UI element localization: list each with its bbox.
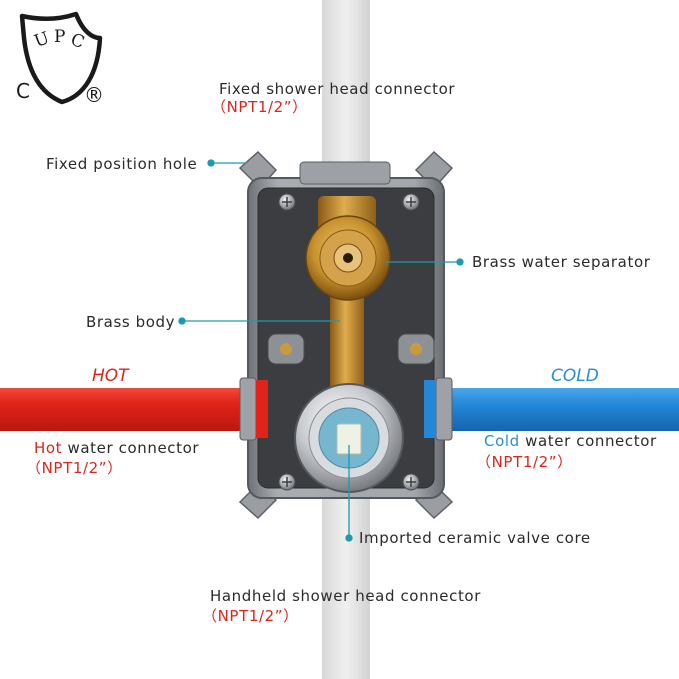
screw-icon <box>278 193 420 491</box>
callout-fixed-shower-head: Fixed shower head connector （NPT1/2”） <box>211 80 456 116</box>
upc-shield-icon: U P C C ® <box>16 11 104 107</box>
hot-pipe-label: HOT <box>92 366 129 386</box>
upc-registered-mark: ® <box>84 83 104 107</box>
cold-pipe-label: COLD <box>551 366 599 386</box>
hot-connector-spec: （NPT1/2”） <box>26 459 123 477</box>
fixed-position-holes <box>267 333 435 365</box>
upc-left-mark: C <box>16 79 30 103</box>
hot-word: Hot <box>34 439 63 457</box>
callout-handheld-shower-head: Handheld shower head connector （NPT1/2”） <box>202 587 481 625</box>
brass-separator <box>305 196 391 301</box>
cold-word: Cold <box>484 432 520 450</box>
hot-connector-text: water connector <box>62 439 200 457</box>
callout-brass-separator: Brass water separator <box>472 253 651 271</box>
callout-handheld-text: Handheld shower head connector <box>210 587 481 605</box>
upc-letter-p: P <box>54 27 65 47</box>
cold-pipe <box>428 388 679 431</box>
callout-hot-connector: Hot water connector （NPT1/2”） <box>26 439 200 477</box>
cold-connector-text: water connector <box>519 432 657 450</box>
ceramic-valve-core <box>294 383 404 493</box>
callout-fixed-position-hole: Fixed position hole <box>46 155 198 173</box>
cold-connector-spec: （NPT1/2”） <box>476 453 573 471</box>
upc-letter-u: U <box>32 28 52 52</box>
callout-handheld-spec: （NPT1/2”） <box>202 607 299 625</box>
callout-fixed-head-spec: （NPT1/2”） <box>211 98 308 116</box>
callout-cold-connector: Cold water connector （NPT1/2”） <box>476 432 657 471</box>
callout-brass-body: Brass body <box>86 313 176 331</box>
hot-pipe <box>0 388 268 431</box>
callout-valve-core: Imported ceramic valve core <box>359 529 591 547</box>
upc-letter-c: C <box>68 30 87 53</box>
leader-lines <box>178 159 464 542</box>
callout-fixed-head-text: Fixed shower head connector <box>219 80 456 98</box>
